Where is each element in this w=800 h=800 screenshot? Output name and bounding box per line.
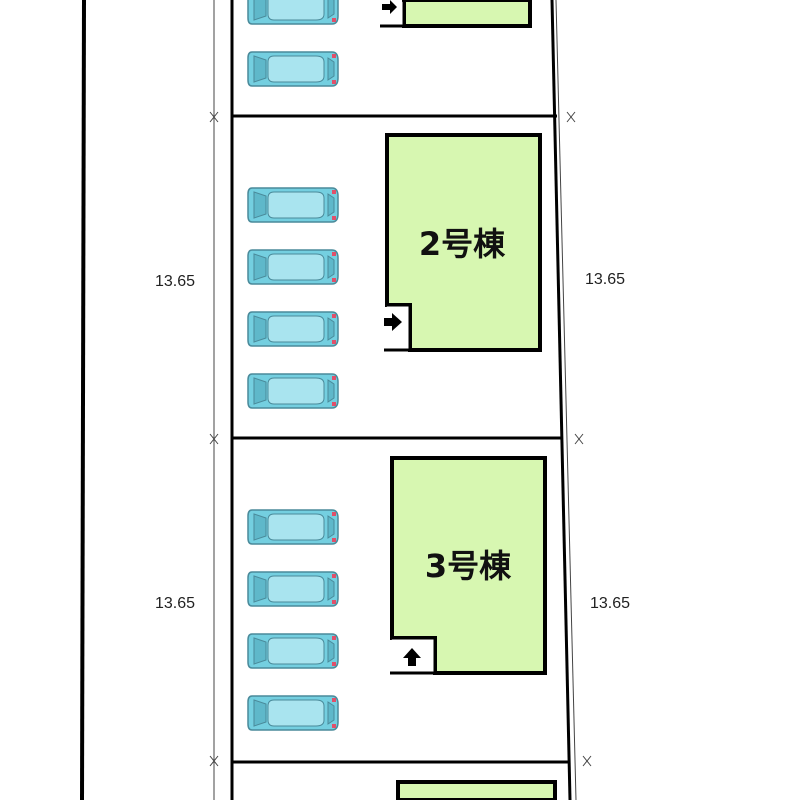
car-icon	[247, 311, 339, 347]
house-4	[396, 780, 557, 800]
car-icon	[247, 249, 339, 285]
entry-arrow-icon	[403, 648, 421, 666]
car-icon	[247, 51, 339, 87]
car-icon	[247, 0, 339, 25]
dimension-label-left: 13.65	[155, 273, 195, 290]
road-edge-line	[80, 0, 86, 800]
dimension-label-right: 13.65	[590, 595, 630, 612]
lot-3: 3号棟 13.65 13.65	[155, 456, 630, 731]
car-icon	[247, 509, 339, 545]
car-icon	[247, 187, 339, 223]
entry-arrow-icon	[382, 0, 397, 14]
house-1	[402, 0, 532, 28]
car-icon	[247, 695, 339, 731]
lot-1	[247, 0, 532, 87]
dimension-label-right: 13.65	[585, 271, 625, 288]
lot-4	[396, 780, 557, 800]
lot-2: 2号棟 13.65 13.65	[155, 133, 625, 409]
lot-boundaries	[230, 0, 572, 800]
building-label: 3号棟	[425, 547, 512, 585]
entry-arrow-icon	[384, 313, 402, 331]
car-icon	[247, 373, 339, 409]
dimension-lines	[209, 0, 592, 800]
building-label: 2号棟	[419, 225, 506, 263]
car-icon	[247, 633, 339, 669]
dimension-label-left: 13.65	[155, 595, 195, 612]
car-icon	[247, 571, 339, 607]
